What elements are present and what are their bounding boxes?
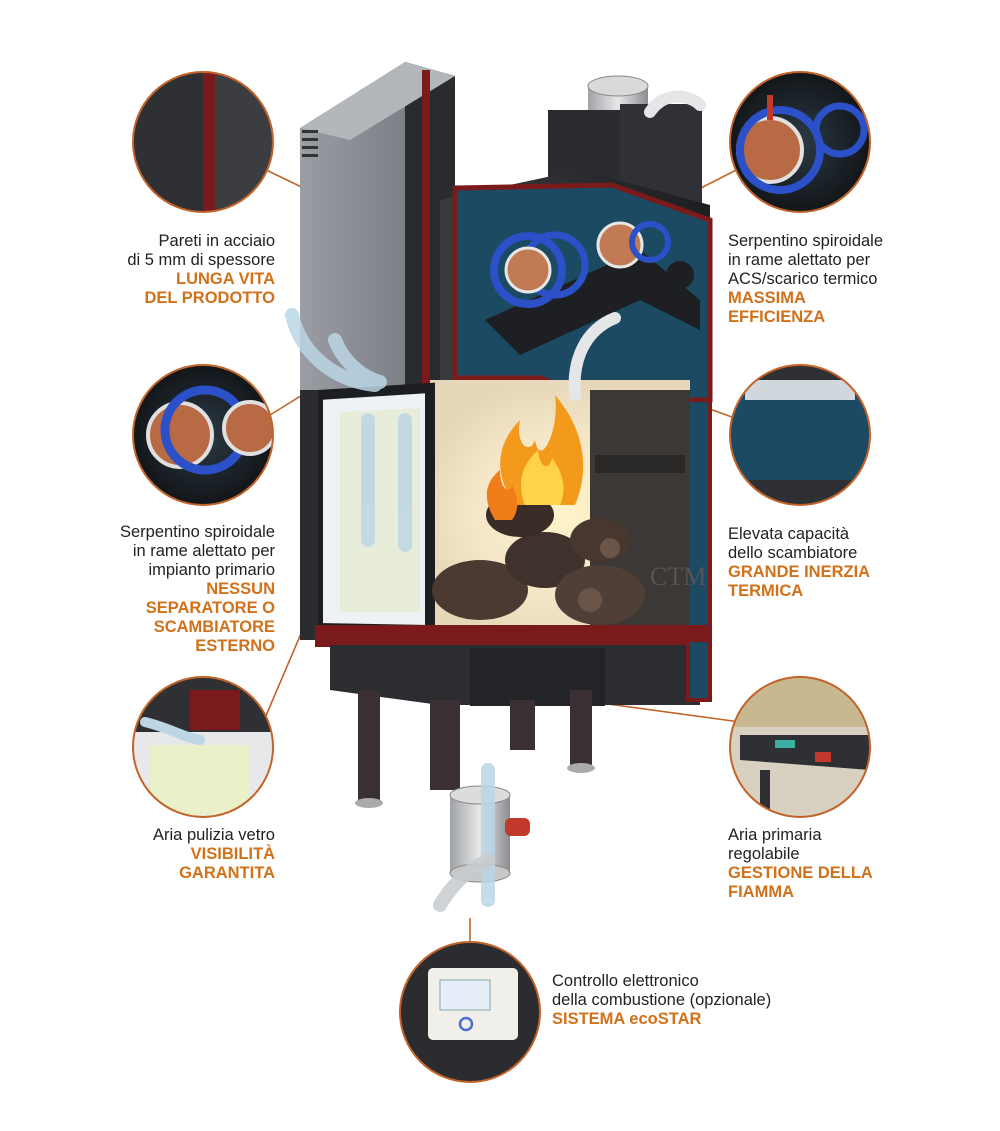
detail-circle-controller [400,942,540,1082]
primary-coil-highlight-3: SCAMBIATORE [153,618,275,636]
exchanger-text-1: Elevata capacità [728,525,850,543]
base-compartment [315,625,712,706]
callout-exchanger: Elevata capacità dello scambiatore GRAND… [728,525,870,601]
callout-walls: Pareti in acciaio di 5 mm di spessore LU… [127,232,275,308]
detail-ring-glass-air [132,676,274,818]
controller-text-2: della combustione (opzionale) [552,991,772,1009]
primary-coil-highlight-4: ESTERNO [195,637,275,655]
flames [486,395,584,520]
exchanger-highlight-2: TERMICA [728,582,804,600]
primary-air-text-2: regolabile [728,845,800,863]
acs-coil-text-2: in rame alettato per [728,251,871,269]
logs [432,493,645,625]
callout-primary-air: Aria primaria regolabile GESTIONE DELLA … [728,826,873,902]
detail-ring-exchanger [729,364,871,506]
controller-text-1: Controllo elettronico [552,972,699,990]
legs [355,690,595,808]
detail-ring-primary-coil [132,364,274,506]
glass-air-highlight-2: GARANTITA [179,864,275,882]
glass-air-text-1: Aria pulizia vetro [153,826,275,844]
detail-circle-walls [133,72,273,212]
detail-ring-primary-air [729,676,871,818]
walls-text-1: Pareti in acciaio [158,232,275,250]
primary-coil-text-3: impianto primario [148,561,275,579]
detail-circle-acs-coil [730,72,870,212]
hot-air-arrow [568,90,706,401]
detail-circle-primary-air [730,677,870,817]
exchanger-highlight-1: GRANDE INERZIA [728,563,871,581]
detail-circle-exchanger [730,365,870,505]
primary-air-highlight-1: GESTIONE DELLA [728,864,873,882]
acs-coil-highlight-2: EFFICIENZA [728,308,826,326]
acs-coil-text-1: Serpentino spiroidale [728,232,884,250]
walls-highlight-1: LUNGA VITA [176,270,275,288]
walls-text-2: di 5 mm di spessore [127,251,275,269]
callout-controller: Controllo elettronico della combustione … [552,972,771,1029]
callout-glass-air: Aria pulizia vetro VISIBILITÀ GARANTITA [153,826,275,883]
callout-acs-coil: Serpentino spiroidale in rame alettato p… [728,232,883,327]
brand-mark-text: CTM [650,562,706,591]
steel-cover-panel [300,62,455,420]
detail-circle-primary-coil [133,365,273,505]
primary-air-highlight-2: FIAMMA [728,883,794,901]
glass-air-highlight-1: VISIBILITÀ [190,845,275,863]
detail-ring-controller [399,941,541,1083]
air-flow-arrows [285,308,495,912]
detail-ring-walls [132,71,274,213]
acs-coil-text-3: ACS/scarico termico [728,270,878,288]
acs-coil-highlight-1: MASSIMA [728,289,806,307]
primary-coil-text-2: in rame alettato per [132,542,275,560]
callout-primary-coil: Serpentino spiroidale in rame alettato p… [120,523,275,656]
primary-coil-highlight-2: SEPARATORE O [145,599,275,617]
exchanger-text-2: dello scambiatore [728,544,858,562]
primary-air-text-1: Aria primaria [728,826,822,844]
detail-ring-acs-coil [729,71,871,213]
primary-coil-highlight-1: NESSUN [206,580,275,598]
heat-coils [490,221,694,308]
walls-highlight-2: DEL PRODOTTO [144,289,276,307]
controller-highlight-1: SISTEMA ecoSTAR [552,1010,702,1028]
primary-coil-text-1: Serpentino spiroidale [119,523,275,541]
